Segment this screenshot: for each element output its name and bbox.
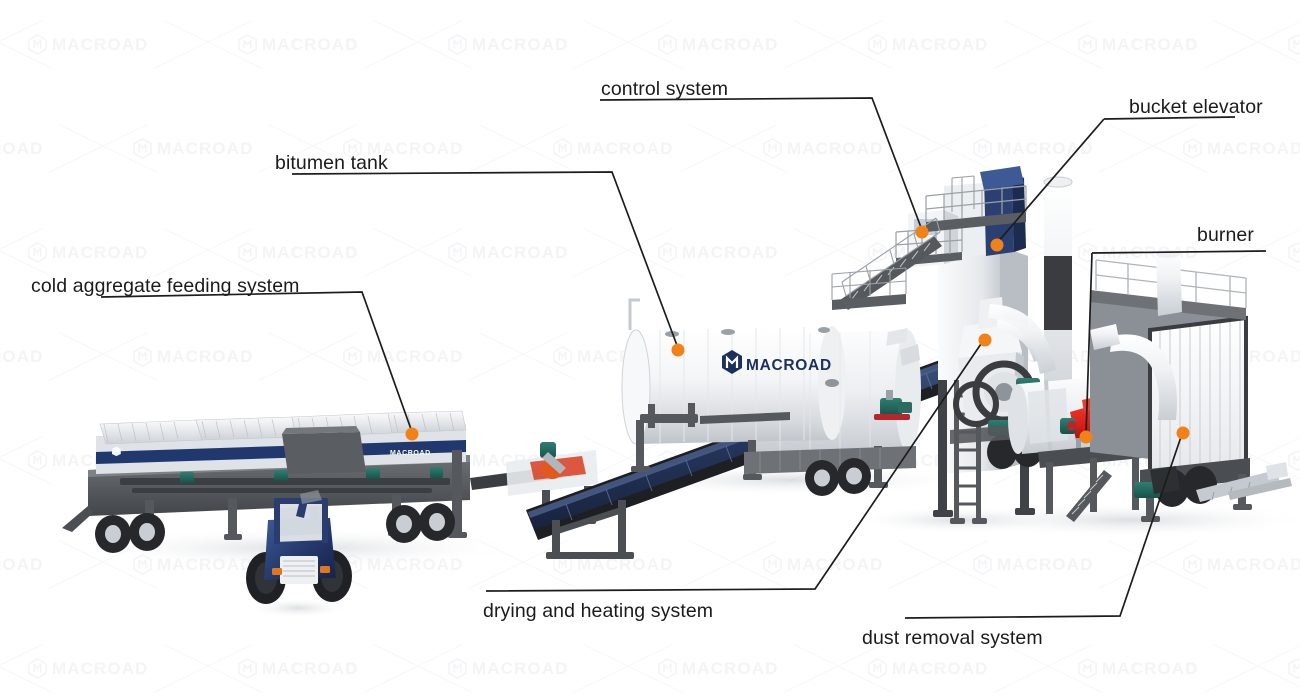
label-control-system: control system xyxy=(601,78,729,100)
label-dust-removal-system: dust removal system xyxy=(862,627,1043,649)
label-cold-aggregate-feeding-system: cold aggregate feeding system xyxy=(31,275,300,297)
label-drying-and-heating-system: drying and heating system xyxy=(483,600,714,622)
label-burner: burner xyxy=(1197,224,1254,246)
baghouse-group xyxy=(1090,250,1288,522)
svg-text:MACROAD: MACROAD xyxy=(390,450,431,457)
wheel-loader-group xyxy=(246,490,352,618)
svg-text:MACROAD: MACROAD xyxy=(746,357,832,374)
label-bucket-elevator: bucket elevator xyxy=(1129,96,1263,118)
label-bitumen-tank: bitumen tank xyxy=(275,152,388,174)
